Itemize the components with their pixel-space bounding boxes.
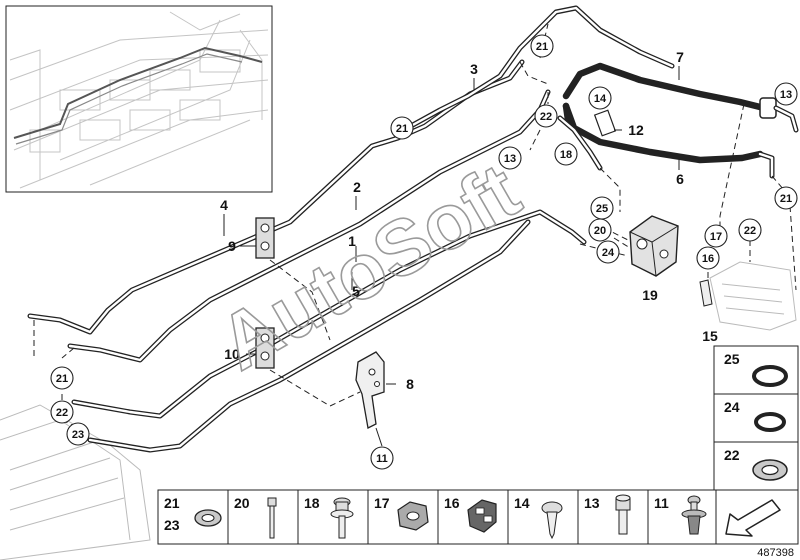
svg-text:24: 24 [602,247,615,259]
callout-20: 20 [588,218,612,242]
label-part-8: 8 [406,376,414,392]
bottom-parts-panel: 21 23 20 18 17 16 14 13 11 [157,489,799,545]
long-bolt-20-icon [267,497,277,539]
pipe-clamp-10 [255,327,275,369]
callout-13-right: 13 [774,82,798,106]
svg-text:11: 11 [376,453,388,465]
label-part-5: 5 [352,283,360,299]
part-number-labels: 1 2 3 4 5 6 7 8 9 10 12 15 19 [220,49,718,392]
collar-screw-18-icon [330,497,354,539]
side-label-25: 25 [724,351,740,367]
label-part-3: 3 [470,61,478,77]
callout-21-mid: 21 [390,116,414,140]
bottom-label-21: 21 [164,495,180,511]
callout-23: 23 [66,422,90,446]
label-part-15: 15 [702,328,718,344]
callout-25: 25 [590,196,614,220]
pipe-5 [87,219,531,453]
svg-text:21: 21 [780,193,792,205]
leader-lines [223,66,680,447]
svg-text:13: 13 [780,89,792,101]
pipe-3 [397,5,675,135]
side-label-22: 22 [724,447,740,463]
o-ring-25-icon [752,365,788,387]
svg-text:17: 17 [710,231,722,243]
svg-text:21: 21 [396,123,408,135]
svg-text:21: 21 [56,373,68,385]
compressor-outline [699,261,797,331]
label-part-7: 7 [676,49,684,65]
pipe-clamp-9 [255,217,275,259]
hose-7 [562,62,799,133]
label-part-4: 4 [220,197,228,213]
label-part-10: 10 [224,346,240,362]
socket-screw-13-icon [615,494,631,535]
svg-text:22: 22 [540,111,552,123]
svg-text:18: 18 [560,149,572,161]
svg-text:13: 13 [504,153,516,165]
label-part-19: 19 [642,287,658,303]
bottom-label-20: 20 [234,495,250,511]
bottom-label-18: 18 [304,495,320,511]
svg-text:21: 21 [536,41,548,53]
seal-ring-21-icon [194,509,222,527]
svg-text:23: 23 [72,429,84,441]
callout-11: 11 [370,446,394,470]
clip-16-icon [467,499,497,533]
callout-21-right: 21 [774,186,798,210]
diagram-number: 487398 [757,547,794,559]
svg-text:22: 22 [56,407,68,419]
callout-22-top: 22 [534,104,558,128]
callout-13-mid: 13 [498,146,522,170]
label-part-12: 12 [628,122,644,138]
hex-nut-17-icon [397,501,429,531]
label-part-1: 1 [348,233,356,249]
bottom-label-13: 13 [584,495,600,511]
callout-16: 16 [696,246,720,270]
callout-14: 14 [588,86,612,110]
callout-17: 17 [704,224,728,248]
svg-text:20: 20 [594,225,606,237]
bottom-label-16: 16 [444,495,460,511]
expanding-rivet-11-icon [681,495,707,535]
o-ring-24-icon [754,412,786,432]
side-parts-panel: 25 24 22 [713,345,799,491]
svg-text:22: 22 [744,225,756,237]
svg-text:14: 14 [594,93,607,105]
circle-callouts: 21 21 21 21 22 22 22 13 [50,34,798,470]
seal-ring-22-icon [752,459,788,481]
torx-screw-14-icon [541,501,563,540]
label-part-9: 9 [228,238,236,254]
callout-21-top: 21 [530,34,554,58]
callout-22-right: 22 [738,218,762,242]
label-part-6: 6 [676,171,684,187]
label-part-2: 2 [353,179,361,195]
side-label-24: 24 [724,399,740,415]
bottom-label-23: 23 [164,517,180,533]
vehicle-overview-inset [5,5,273,193]
holder-8 [355,351,385,429]
callout-22-left: 22 [50,400,74,424]
expansion-valve-19 [629,215,679,277]
pipe-2 [67,89,551,363]
callout-21-left: 21 [50,366,74,390]
bottom-label-17: 17 [374,495,390,511]
svg-text:25: 25 [596,203,608,215]
bottom-label-14: 14 [514,495,530,511]
callout-18: 18 [554,142,578,166]
bottom-label-11: 11 [654,495,669,511]
callout-24: 24 [596,240,620,264]
section-arrow-icon [725,499,781,537]
svg-text:16: 16 [702,253,714,265]
hose-12-line [557,109,617,171]
pipe-1 [71,209,587,419]
